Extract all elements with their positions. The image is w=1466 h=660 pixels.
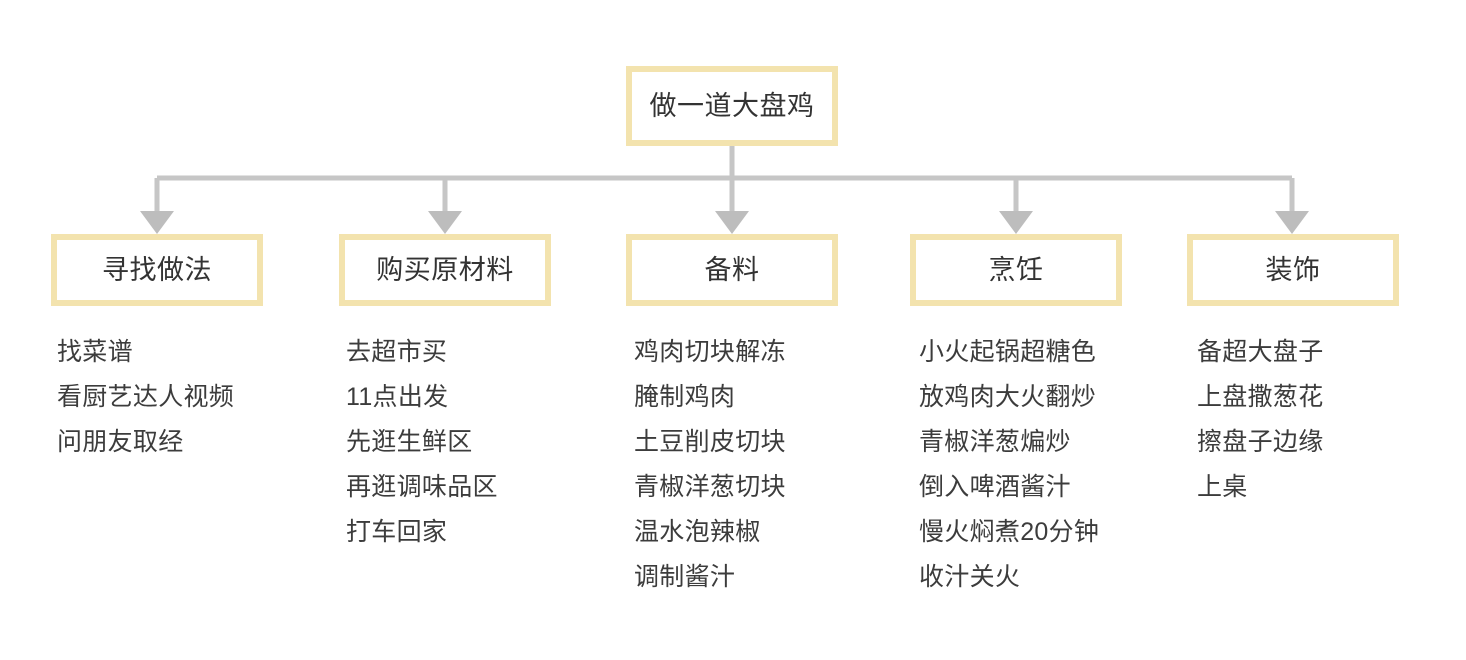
list-item: 青椒洋葱切块: [634, 473, 786, 501]
arrowhead-1: [428, 211, 462, 234]
node-branch-0[interactable]: 寻找做法: [51, 234, 263, 306]
list-item: 上盘撒葱花: [1197, 383, 1324, 411]
node-branch-1-label: 购买原材料: [376, 254, 514, 285]
node-branch-3-label: 烹饪: [988, 254, 1044, 285]
list-item: 先逛生鲜区: [346, 428, 473, 456]
list-item: 小火起锅超糖色: [919, 338, 1097, 366]
list-item: 打车回家: [346, 518, 448, 546]
node-root[interactable]: 做一道大盘鸡: [626, 66, 838, 146]
item-list-branch-2: 鸡肉切块解冻腌制鸡肉土豆削皮切块青椒洋葱切块温水泡辣椒调制酱汁: [634, 330, 904, 600]
node-branch-4-label: 装饰: [1265, 254, 1321, 285]
list-item: 慢火焖煮20分钟: [919, 518, 1100, 546]
list-item: 温水泡辣椒: [634, 518, 761, 546]
item-list-branch-3: 小火起锅超糖色放鸡肉大火翻炒青椒洋葱煸炒倒入啤酒酱汁慢火焖煮20分钟收汁关火: [919, 330, 1189, 600]
list-item: 土豆削皮切块: [634, 428, 786, 456]
list-item: 备超大盘子: [1197, 338, 1324, 366]
node-branch-2-label: 备料: [704, 254, 760, 285]
node-branch-2[interactable]: 备料: [626, 234, 838, 306]
list-item: 放鸡肉大火翻炒: [919, 383, 1097, 411]
item-list-branch-4: 备超大盘子上盘撒葱花擦盘子边缘上桌: [1197, 330, 1466, 510]
list-item: 再逛调味品区: [346, 473, 498, 501]
list-item: 去超市买: [346, 338, 448, 366]
node-branch-4[interactable]: 装饰: [1187, 234, 1399, 306]
item-list-branch-0: 找菜谱看厨艺达人视频问朋友取经: [57, 330, 327, 465]
list-item: 鸡肉切块解冻: [634, 338, 786, 366]
list-item: 上桌: [1197, 473, 1248, 501]
list-item: 看厨艺达人视频: [57, 383, 235, 411]
arrowhead-4: [1275, 211, 1309, 234]
list-item: 收汁关火: [919, 563, 1021, 591]
list-item: 调制酱汁: [634, 563, 736, 591]
list-item: 腌制鸡肉: [634, 383, 736, 411]
list-item: 问朋友取经: [57, 428, 184, 456]
arrowhead-3: [999, 211, 1033, 234]
list-item: 倒入啤酒酱汁: [919, 473, 1071, 501]
list-item: 青椒洋葱煸炒: [919, 428, 1071, 456]
node-branch-0-label: 寻找做法: [102, 254, 212, 285]
item-list-branch-1: 去超市买 11点出发先逛生鲜区再逛调味品区打车回家: [346, 330, 616, 555]
arrowhead-0: [140, 211, 174, 234]
list-item: 擦盘子边缘: [1197, 428, 1324, 456]
node-branch-1[interactable]: 购买原材料: [339, 234, 551, 306]
node-branch-3[interactable]: 烹饪: [910, 234, 1122, 306]
list-item: 11点出发: [346, 383, 449, 411]
list-item: 找菜谱: [57, 338, 133, 366]
arrowhead-2: [715, 211, 749, 234]
node-root-label: 做一道大盘鸡: [649, 90, 815, 121]
